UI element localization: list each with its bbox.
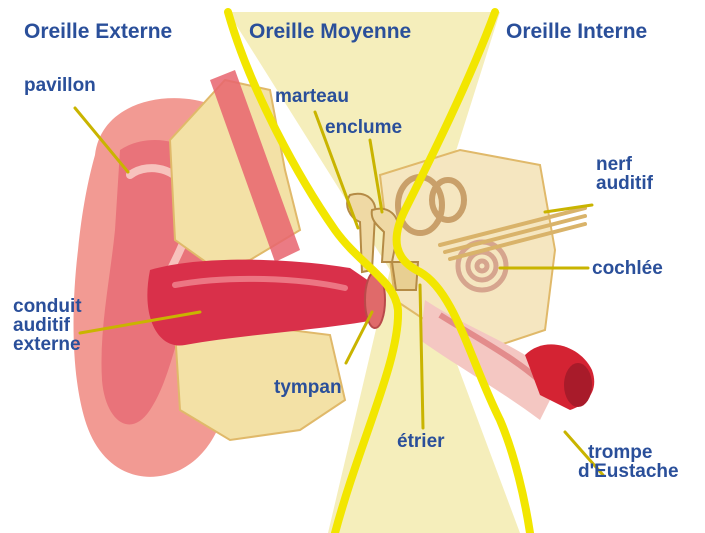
label-marteau: marteau	[275, 87, 349, 106]
label-etrier: étrier	[397, 432, 445, 451]
section-internal-label: Oreille Interne	[506, 21, 647, 42]
label-trompe-line2: d'Eustache	[578, 462, 679, 481]
label-nerf-line1: nerf	[596, 155, 653, 174]
label-tympan: tympan	[274, 378, 342, 397]
label-pavillon: pavillon	[24, 76, 96, 95]
label-conduit-line2: auditif	[13, 316, 82, 335]
label-conduit-auditif-externe: conduit auditif externe	[13, 297, 82, 354]
label-cochlee: cochlée	[592, 259, 663, 278]
label-nerf-auditif: nerf auditif	[596, 155, 653, 193]
label-trompe-eustache: trompe d'Eustache	[578, 443, 679, 481]
label-enclume: enclume	[325, 118, 402, 137]
label-nerf-line2: auditif	[596, 174, 653, 193]
ear-canal	[147, 260, 382, 346]
label-trompe-line1: trompe	[578, 443, 679, 462]
label-conduit-line3: externe	[13, 335, 82, 354]
label-conduit-line1: conduit	[13, 297, 82, 316]
section-middle-label: Oreille Moyenne	[249, 21, 411, 42]
section-external-label: Oreille Externe	[24, 21, 172, 42]
tube-opening	[564, 363, 592, 407]
